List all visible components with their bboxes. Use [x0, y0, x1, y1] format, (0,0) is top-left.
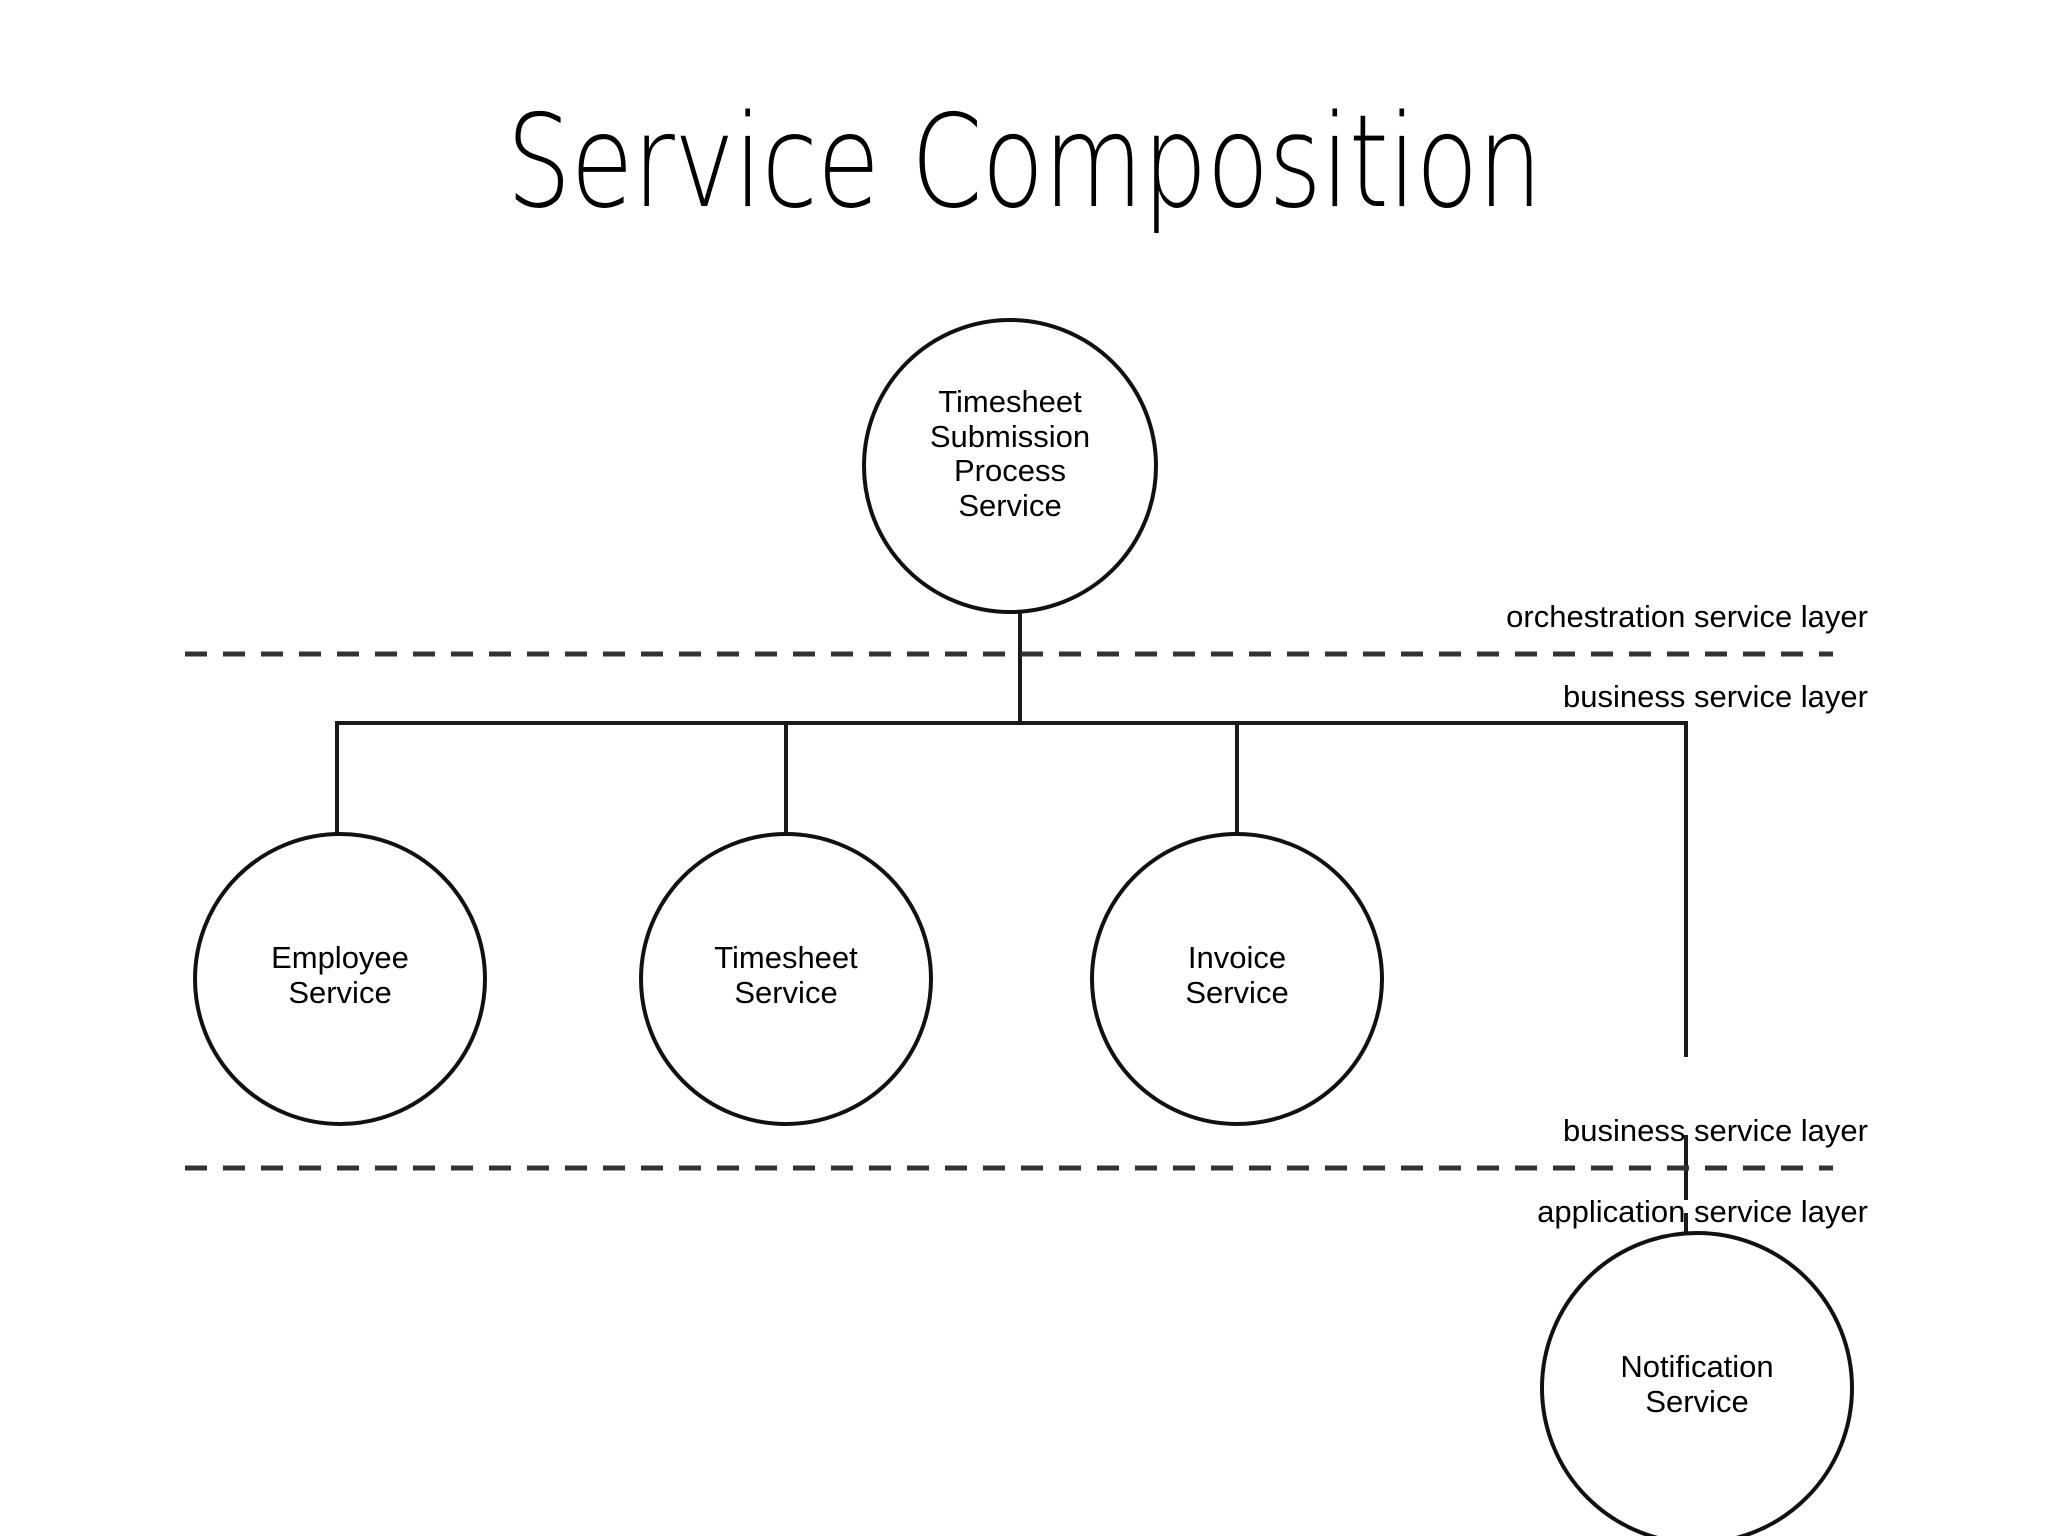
node-invoice-service[interactable] [1090, 832, 1384, 1126]
layer-caption-application-service-layer: application service layer [1537, 1194, 1868, 1229]
node-notification-service[interactable] [1540, 1231, 1854, 1536]
node-timesheet-service[interactable] [639, 832, 933, 1126]
layer-caption-business-service-layer-lower: business service layer [1563, 1113, 1868, 1148]
page-title: Service Composition [506, 88, 1542, 237]
layer-caption-business-service-layer-upper: business service layer [1563, 679, 1868, 714]
node-employee-service[interactable] [193, 832, 487, 1126]
layer-caption-orchestration-service-layer: orchestration service layer [1506, 599, 1868, 634]
node-timesheet-submission-process-service[interactable] [862, 318, 1158, 614]
